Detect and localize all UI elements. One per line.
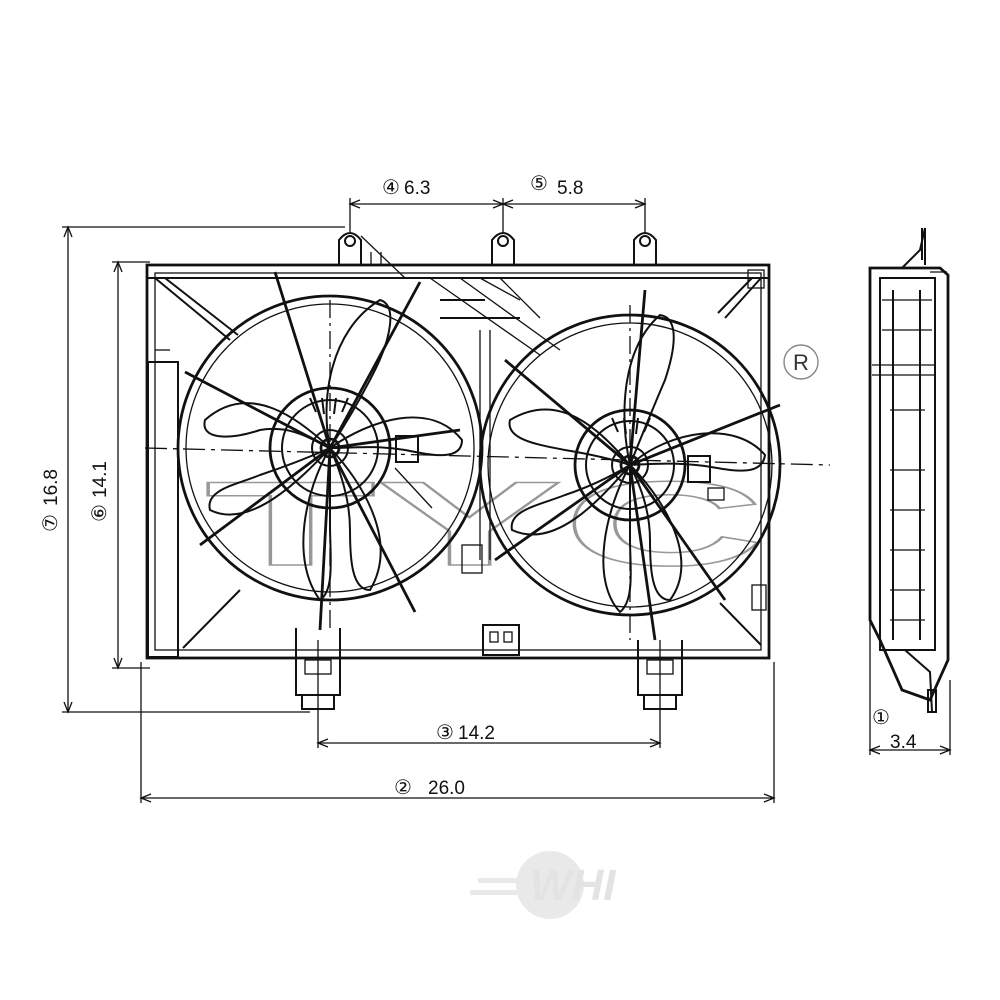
- dim-label-mount-spacing: ③ 14.2: [436, 720, 495, 744]
- left-side-strip: [147, 361, 179, 658]
- dim-value-5-8: 5.8: [557, 178, 583, 199]
- shroud-frame: [145, 263, 771, 660]
- fan-right-connector: [687, 455, 711, 483]
- top-tab-right: [633, 232, 657, 265]
- dim-number-5: ⑤: [530, 171, 548, 195]
- bottom-mount-legs: [295, 628, 683, 710]
- registered-mark: R: [793, 350, 809, 375]
- dim-number-1: ①: [872, 705, 890, 729]
- dim-label-shroud-height: ⑥ 14.1: [87, 461, 111, 522]
- dim-number-7: ⑦: [38, 514, 62, 532]
- dim-value-3-4: 3.4: [890, 732, 917, 753]
- registered-mark-circle: [783, 344, 819, 380]
- dim-value-16-8: 16.8: [41, 469, 62, 506]
- dim-value-14-1: 14.1: [90, 461, 111, 498]
- dim-label-overall-width: ② 26.0: [394, 775, 465, 799]
- dim-number-6: ⑥: [87, 504, 111, 522]
- fan-left-spokes: [184, 271, 461, 631]
- top-tab-left: [338, 232, 362, 265]
- tyc-watermark: TYC R: [204, 344, 819, 592]
- side-view-outline: [868, 266, 950, 702]
- dim-value-14-2: 14.2: [458, 723, 495, 744]
- side-view: [868, 227, 950, 713]
- dim-label-tab-left: ④ 6.3: [382, 175, 430, 199]
- dim-number-4: ④: [382, 175, 400, 199]
- dimension-lines: [62, 198, 952, 803]
- dim-label-tab-right: ⑤ 5.8: [530, 171, 583, 199]
- dim-label-depth: ① 3.4: [872, 705, 917, 753]
- dim-value-26-0: 26.0: [428, 778, 465, 799]
- shroud-inner: [154, 272, 762, 651]
- top-mount-tabs: [338, 232, 657, 279]
- dim-label-overall-height: ⑦ 16.8: [38, 469, 62, 532]
- center-line: [144, 447, 831, 466]
- dimension-labels: ④ 6.3 ⑤ 5.8 ③ 14.2 ② 26.0 ① 3.4 ⑥ 14.1 ⑦…: [38, 171, 917, 799]
- whi-logo: WHI: [470, 851, 616, 919]
- fan-left-connector: [395, 435, 419, 463]
- dim-value-6-3: 6.3: [404, 178, 430, 199]
- dim-number-3: ③: [436, 720, 454, 744]
- whi-logo-circle: [516, 851, 584, 919]
- dim-number-2: ②: [394, 775, 412, 799]
- top-tab-center: [491, 232, 515, 265]
- whi-logo-text: WHI: [530, 861, 616, 910]
- fan-right-spokes: [494, 289, 781, 641]
